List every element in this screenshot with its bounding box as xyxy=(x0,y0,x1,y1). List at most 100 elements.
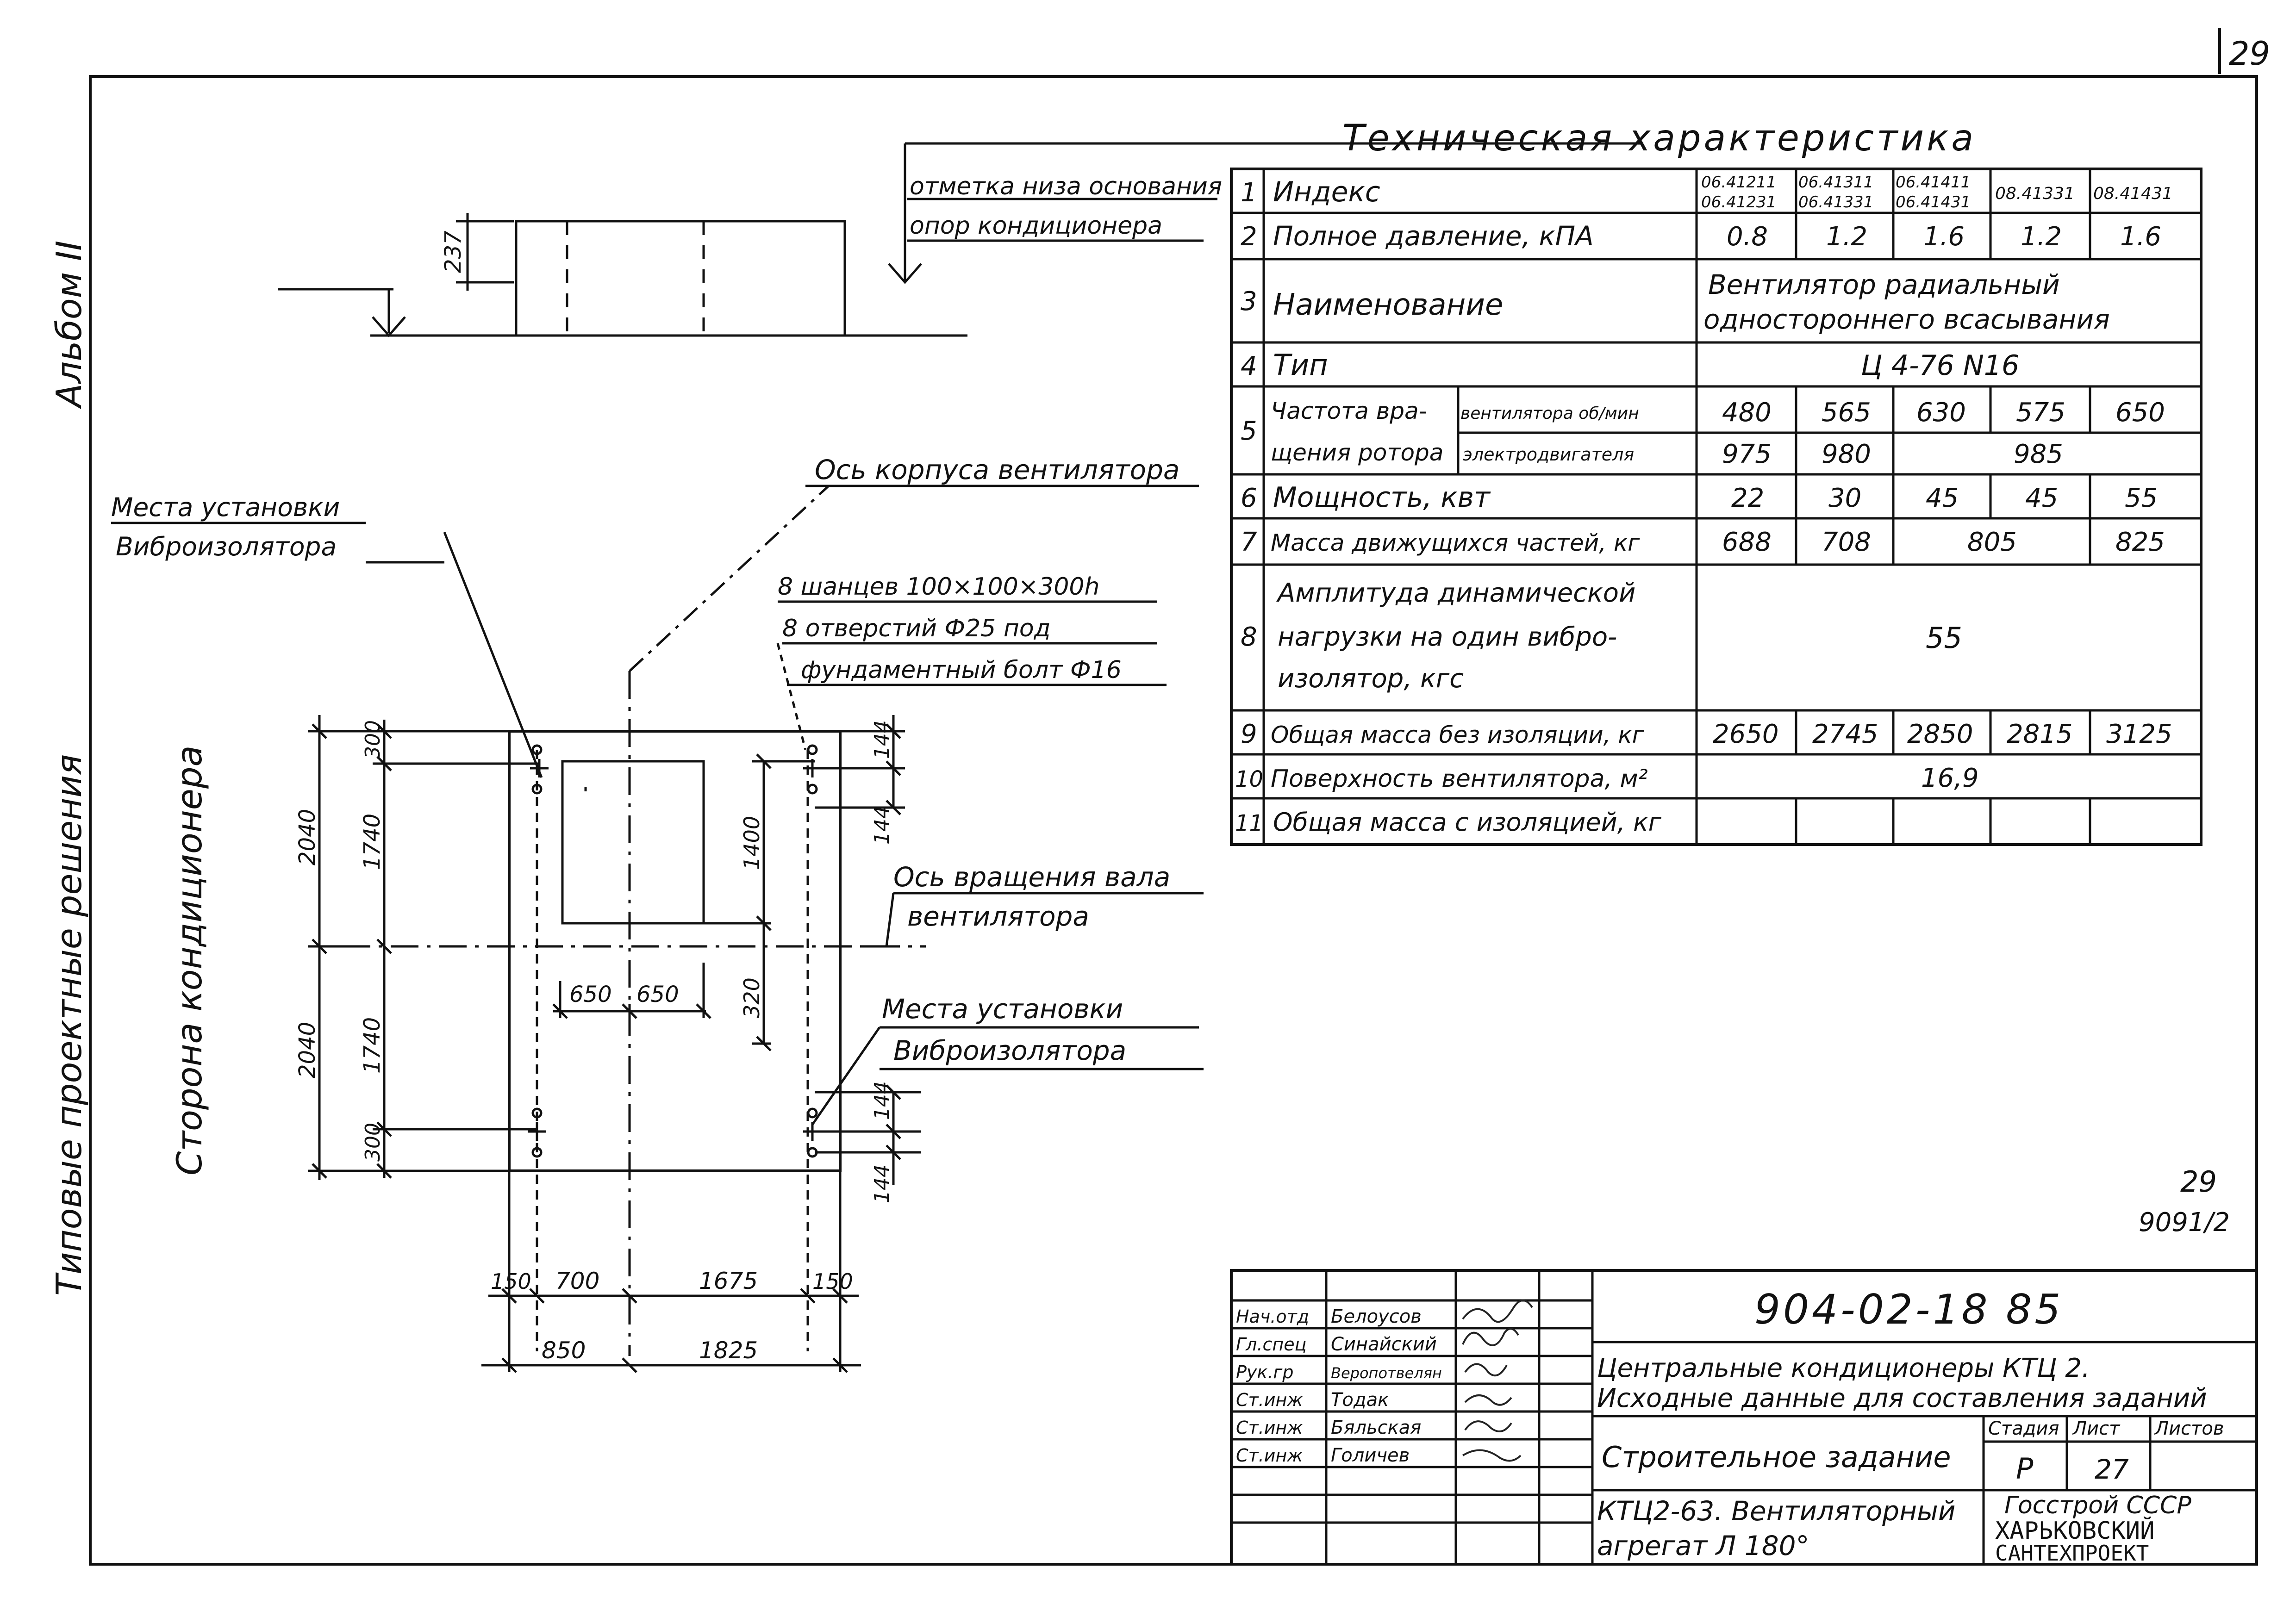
org-line-1: Госстрой СССР xyxy=(2004,1492,2191,1519)
label-axis-body: Ось корпуса вентилятора xyxy=(815,454,1179,485)
dim-144-1: 144 xyxy=(870,720,894,759)
item-line-2: агрегат Л 180° xyxy=(1597,1530,1809,1561)
r5-b1: 975 xyxy=(1722,439,1772,469)
r3-num: 3 xyxy=(1241,286,1257,317)
label-vibro-bottom-2: Виброизолятора xyxy=(893,1035,1126,1066)
tech-title: Техническая характеристика xyxy=(1342,118,1976,159)
r2-c3: 1.6 xyxy=(1923,222,1965,252)
r9-c3: 2850 xyxy=(1907,719,1973,749)
r8-num: 8 xyxy=(1241,622,1257,652)
item-line-1: КТЦ2-63. Вентиляторный xyxy=(1597,1495,1955,1527)
title-block-people: Нач.отд Белоусов Гл.спец Синайский Рук.г… xyxy=(1236,1306,1442,1466)
r9-c5: 3125 xyxy=(2106,719,2172,749)
r6-c4: 45 xyxy=(2025,483,2058,513)
r10-v: 16,9 xyxy=(1921,763,1979,793)
dim-237: 237 xyxy=(440,230,466,273)
r5-label2: щения ротора xyxy=(1271,439,1443,466)
r2-c1: 0.8 xyxy=(1727,222,1768,252)
r6-num: 6 xyxy=(1241,483,1257,513)
r8-label2: нагрузки на один вибро- xyxy=(1278,622,1617,652)
r6-c1: 22 xyxy=(1731,483,1764,513)
dim-320: 320 xyxy=(739,977,764,1018)
doc-code: 904-02-18 85 xyxy=(1754,1286,2063,1333)
r1-c2a: 06.41311 xyxy=(1798,173,1873,192)
r7-c2: 708 xyxy=(1822,527,1871,557)
dim-1740-top: 1740 xyxy=(359,814,385,870)
person-role: Гл.спец xyxy=(1236,1334,1307,1355)
label-anchors-2: 8 отверстий Ф25 под xyxy=(782,615,1051,642)
stage-label: Стадия xyxy=(1988,1418,2059,1439)
dim-150-right: 150 xyxy=(812,1269,853,1294)
person-name: Бяльская xyxy=(1331,1417,1421,1438)
r1-c4: 08.41331 xyxy=(1995,184,2075,203)
person-role: Нач.отд xyxy=(1236,1306,1309,1327)
label-vibro-top-1: Места установки xyxy=(111,492,340,522)
person-name: Тодак xyxy=(1331,1389,1389,1411)
subtitle: Строительное задание xyxy=(1602,1440,1951,1474)
r3-v2: одностороннего всасывания xyxy=(1703,304,2110,335)
sheet-label: Лист xyxy=(2072,1418,2121,1439)
person-name: Голичев xyxy=(1331,1445,1410,1466)
dim-300-top: 300 xyxy=(361,720,385,759)
r5-a1: 480 xyxy=(1722,398,1772,428)
r7-c5: 825 xyxy=(2115,527,2165,557)
r1-c3a: 06.41411 xyxy=(1896,173,1971,192)
person-name: Веропотвелян xyxy=(1331,1364,1442,1382)
r4-num: 4 xyxy=(1241,351,1257,381)
r5-a3: 630 xyxy=(1916,398,1966,428)
r5-a4: 575 xyxy=(2016,398,2065,428)
r9-c2: 2745 xyxy=(1812,719,1878,749)
dim-2040-top: 2040 xyxy=(294,809,320,865)
label-shaft-1: Ось вращения вала xyxy=(893,861,1170,893)
person-role: Ст.инж xyxy=(1236,1390,1303,1410)
dim-150-left: 150 xyxy=(491,1269,531,1294)
person-role: Ст.инж xyxy=(1236,1445,1303,1466)
r2-c4: 1.2 xyxy=(2021,222,2062,252)
r1-num: 1 xyxy=(1241,178,1257,208)
dim-850: 850 xyxy=(542,1337,586,1364)
r11-label: Общая масса с изоляцией, кг xyxy=(1273,808,1662,837)
title-line-1: Центральные кондиционеры КТЦ 2. xyxy=(1597,1353,2090,1383)
dim-300-bottom: 300 xyxy=(361,1123,385,1162)
r1-c1a: 06.41211 xyxy=(1701,173,1776,192)
typical-solutions-label: Типовые проектные решения xyxy=(49,754,89,1296)
r4-label: Тип xyxy=(1273,348,1328,382)
label-vibro-top-2: Виброизолятора xyxy=(116,532,337,561)
r5-b3: 985 xyxy=(2014,439,2063,469)
r6-c3: 45 xyxy=(1926,483,1959,513)
r1-label: Индекс xyxy=(1273,176,1380,208)
elevation-label-2: опор кондиционера xyxy=(910,212,1162,240)
stage-value: Р xyxy=(2016,1452,2034,1486)
side-label: Сторона кондиционера xyxy=(169,745,210,1175)
label-anchors-3: фундаментный болт Ф16 xyxy=(801,656,1122,684)
dim-1825: 1825 xyxy=(699,1337,758,1364)
r5-sub1: вентилятора об/мин xyxy=(1460,404,1639,423)
r5-label1: Частота вра- xyxy=(1271,398,1427,424)
r6-c5: 55 xyxy=(2125,483,2158,513)
r8-v: 55 xyxy=(1926,621,1962,655)
r2-num: 2 xyxy=(1241,222,1257,252)
sheet-frame xyxy=(89,28,2258,1566)
r2-c5: 1.6 xyxy=(2120,222,2161,252)
dim-650-left: 650 xyxy=(569,982,612,1007)
r3-label: Наименование xyxy=(1273,288,1503,322)
r8-label3: изолятор, кгс xyxy=(1278,664,1464,694)
sheet-value: 27 xyxy=(2095,1454,2129,1485)
r7-num: 7 xyxy=(1241,527,1257,557)
r5-a5: 650 xyxy=(2115,398,2165,428)
signatures xyxy=(1462,1300,1533,1462)
person-role: Ст.инж xyxy=(1236,1418,1303,1438)
dim-1675: 1675 xyxy=(699,1268,758,1294)
r11-num: 11 xyxy=(1235,810,1263,836)
r5-num: 5 xyxy=(1241,416,1257,446)
dim-1740-bottom: 1740 xyxy=(359,1017,385,1074)
r10-label: Поверхность вентилятора, м² xyxy=(1271,765,1648,793)
elevation-label-1: отметка низа основания xyxy=(910,173,1222,200)
r7-c3: 805 xyxy=(1967,527,2017,557)
r5-sub2: электродвигателя xyxy=(1463,444,1634,465)
r8-label1: Амплитуда динамической xyxy=(1276,578,1635,608)
r1-c5: 08.41431 xyxy=(2093,184,2173,203)
dim-700: 700 xyxy=(555,1268,599,1294)
label-anchors-1: 8 шанцев 100×100×300h xyxy=(778,573,1099,601)
